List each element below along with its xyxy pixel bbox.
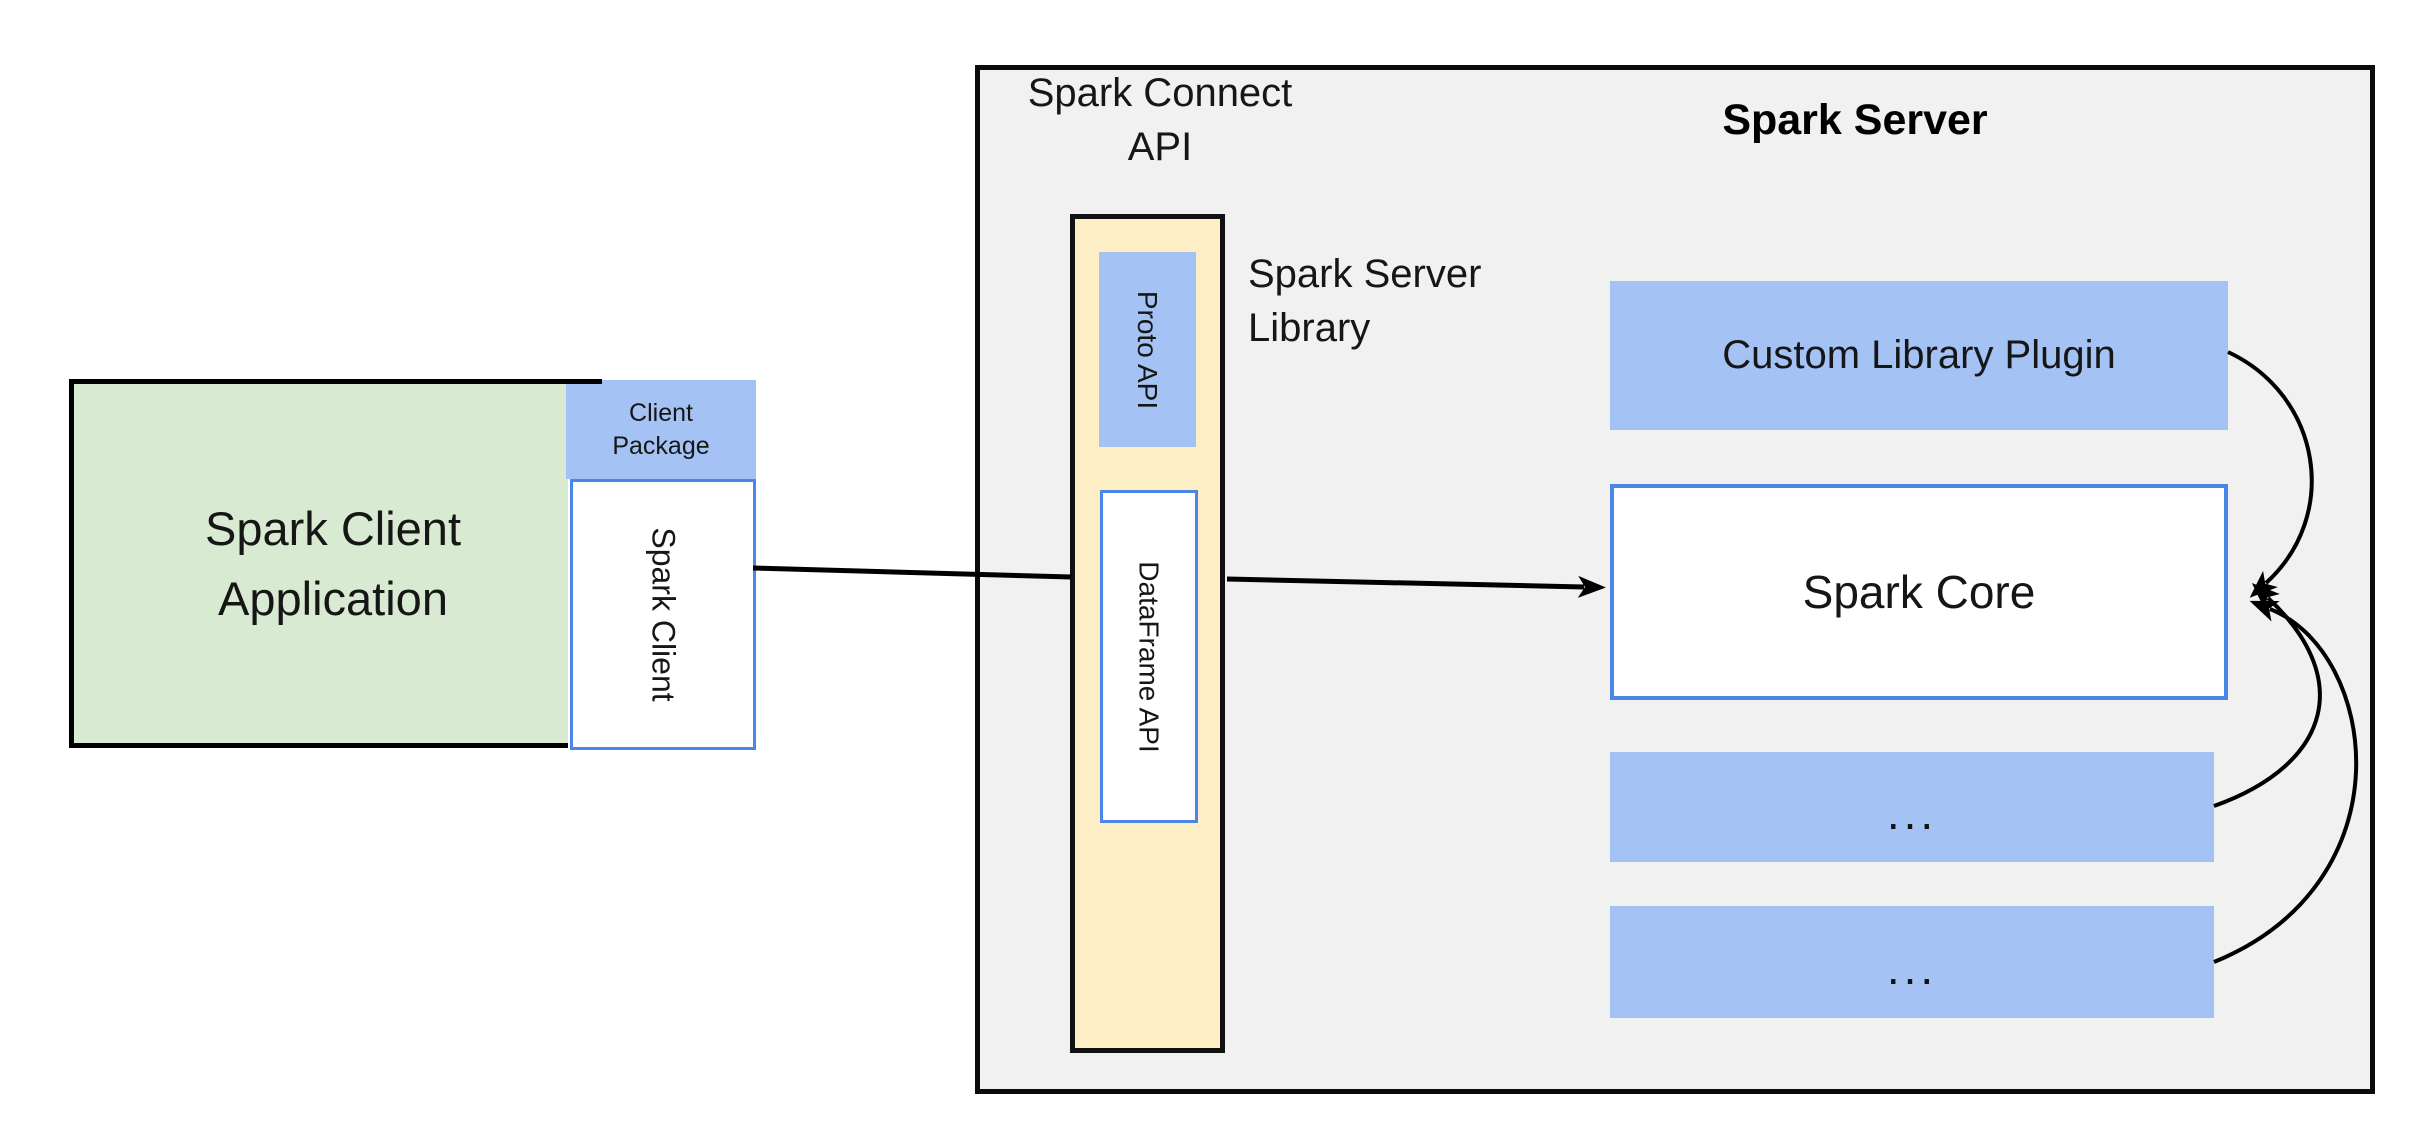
ellipsis-1-label: ... — [1886, 787, 1938, 839]
spark-client-application-label: Spark Client Application — [205, 501, 461, 625]
client-box-top-border-extension — [566, 379, 602, 384]
client-package-label: Client Package — [612, 398, 710, 460]
proto-api-label: Proto API — [1132, 290, 1164, 409]
proto-api-box: Proto API — [1099, 252, 1196, 447]
custom-library-plugin-label: Custom Library Plugin — [1722, 333, 2116, 377]
client-package-box: Client Package — [566, 380, 756, 479]
ellipsis-box-2: ... — [1610, 906, 2214, 1018]
spark-client-box: Spark Client — [570, 479, 756, 750]
dataframe-api-label: DataFrame API — [1134, 560, 1165, 753]
spark-client-application-box: Spark Client Application — [69, 379, 568, 748]
spark-client-label: Spark Client — [645, 527, 682, 702]
ellipsis-box-1: ... — [1610, 752, 2214, 862]
spark-core-label: Spark Core — [1802, 566, 2036, 618]
spark-server-title: Spark Server — [1722, 96, 1988, 144]
dataframe-api-box: DataFrame API — [1100, 490, 1198, 823]
ellipsis-2-label: ... — [1886, 942, 1938, 994]
spark-core-box: Spark Core — [1610, 484, 2228, 700]
spark-connect-api-title: Spark Connect API — [1027, 71, 1293, 169]
custom-library-plugin-box: Custom Library Plugin — [1610, 281, 2228, 430]
spark-server-library-label: Spark Server Library — [1248, 252, 1482, 350]
